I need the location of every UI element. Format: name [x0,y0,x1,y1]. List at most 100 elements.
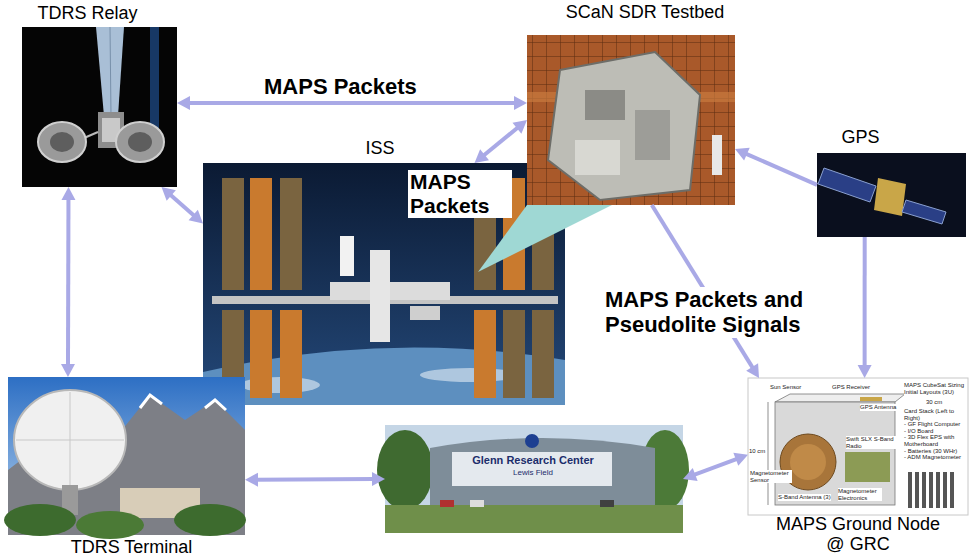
tdrs-terminal-photo-part [76,511,144,539]
cubesat-cad-drawing-part [845,452,890,482]
arrow-head [61,364,75,377]
edge-label: MAPS Packets [262,74,419,99]
arrow-head [475,149,489,163]
connector-line [745,153,817,185]
iss-photo-part [410,306,440,320]
cubesat-cad-drawing-part [943,472,947,508]
scan-testbed-photo-part [712,135,722,175]
cubesat-cad-drawing-part [908,472,912,508]
glenn-research-center-photo-part [452,452,612,486]
cubesat-cad-drawing [748,378,968,515]
iss-photo-part [503,310,525,398]
callout-label: Sun Sensor [770,384,801,391]
arrow-head [372,472,385,486]
arrow-head [245,473,258,487]
cubesat-cad-drawing-part [775,402,895,505]
glenn-research-center-photo-part [430,438,655,507]
scan-testbed-photo-part [548,52,700,200]
tdrs-relay-photo-part [116,122,164,162]
node-title: SCaN SDR Testbed [566,3,725,23]
glenn-research-center-photo-part [525,434,539,448]
cubesat-cad-drawing-part [915,472,919,508]
callout-label: - ADM Magnetometer [904,454,966,461]
arrow-head [858,365,872,378]
iss-photo [203,163,565,405]
iss-photo-part [250,178,272,290]
glenn-research-center-photo-part [440,500,454,507]
callout-label: MAPS CubeSat Sizing Initial Layouts (3U) [904,382,966,395]
gps-satellite-photo-part [874,178,906,216]
arrow-head [162,187,176,201]
iss-photo-part [250,310,272,398]
node-title: Glenn Research Center [472,454,594,466]
callout-label: Card Stack (Left to Right) [904,408,966,421]
tdrs-relay-photo [22,27,177,187]
node-title: GPS [841,128,879,148]
cubesat-cad-drawing-part [929,472,933,508]
building-photo-box: Glenn Research CenterLewis Field [385,425,683,533]
tdrs-relay-photo-part [110,27,111,116]
callout-label: GPS Antenna [860,404,896,411]
gps-satellite-photo [817,153,966,237]
callout-label: Magnetometer Sensor [750,470,792,483]
glenn-research-center-photo-part [385,505,683,533]
arrow-head [514,96,527,110]
arrow-head [177,96,190,110]
callout-label: GPS Receiver [832,384,870,391]
connector-arrow [245,472,385,487]
tdrs-relay-photo-part [22,27,177,187]
arrow-head [735,148,750,161]
iss-photo-part [222,178,244,290]
tdrs-relay-photo-part [96,27,124,116]
callout-label: - I/O Board [904,428,966,435]
glenn-research-center-photo-part [470,500,484,507]
tdrs-relay-photo-part [50,132,74,152]
iss-photo-part [340,236,354,276]
callout-label: Magnetometer Electronics [838,488,882,501]
gps-satellite-photo-part [902,200,946,224]
cubesat-cad-drawing-part [748,378,968,515]
ground-station-photo-box: TDRS Terminal [8,377,245,535]
satellite-photo-box: TDRS Relay [22,27,177,187]
tdrs-terminal-photo-part [174,504,246,536]
iss-photo-part [280,310,302,398]
arrow-head [513,120,527,134]
cubesat-cad-drawing-part [922,472,926,508]
callout-label: - GF Flight Computer [904,421,966,428]
cubesat-cad-drawing-part [950,472,954,508]
cubesat-cad-drawing-part [768,402,769,505]
connector-arrow [683,453,748,481]
scan-testbed-photo-part [527,35,735,205]
callout-label: 10 cm [749,448,765,455]
connector-line [188,101,516,105]
cubesat-cad-drawing-part [860,397,882,401]
edge-label: MAPS Packets and Pseudolite Signals [603,287,857,338]
callout-label: - Batteries (30 WHr) [904,448,966,455]
node-title: TDRS Relay [37,4,137,24]
scan-testbed-photo-part [585,90,625,120]
arrow-head [733,453,748,466]
connector-line [863,237,867,367]
tdrs-terminal-photo-part [4,504,76,536]
scan-testbed-photo-part [575,140,620,175]
tdrs-relay-photo-part [150,27,159,137]
callout-label: 30 cm [926,399,942,406]
connector-arrow [475,120,528,163]
cubesat-cad-drawing-part [775,394,905,402]
connector-line [483,127,518,156]
callout-list: Card Stack (Left to Right)- GF Flight Co… [904,408,966,461]
payload-photo-box: SCaN SDR Testbed [527,35,735,205]
iss-photo-part [474,310,496,398]
arrow-head [746,363,759,378]
tdrs-relay-photo-part [38,122,86,162]
glenn-research-center-photo [377,425,689,533]
satellite-photo-box: GPS [817,153,966,237]
connector-line [66,198,70,366]
connector-arrow [162,187,204,224]
tdrs-terminal-photo-part [16,440,124,441]
callout-label: Swift SLX S-Band Radio [846,436,896,449]
callout-label: S-Band Antenna (3) [778,494,831,501]
